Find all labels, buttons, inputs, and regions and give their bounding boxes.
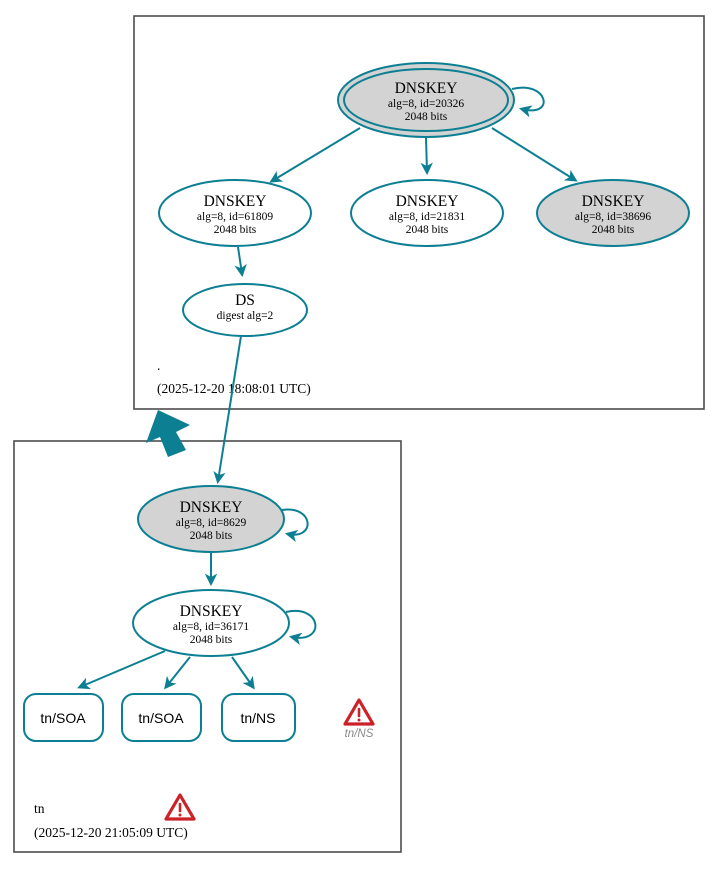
node-outline-inner [343,68,509,132]
node-outline [137,485,285,553]
edge-sign-36171-to-soa-2 [164,656,191,690]
edge-sign-36171-to-ns [231,656,255,690]
node-detail-digest: digest alg=2 [217,310,274,322]
edge-delegate-ds-to-8629 [213,335,242,485]
node-detail-alg-id: alg=8, id=21831 [389,211,465,223]
node-outline [132,589,290,657]
zone-warning-tn[interactable] [164,793,196,821]
node-dnskey-38696[interactable]: DNSKEY alg=8, id=38696 2048 bits [536,179,690,247]
node-title: DNSKEY [180,603,243,620]
node-dnskey-8629[interactable]: DNSKEY alg=8, id=8629 2048 bits [137,485,285,553]
edge-sign-36171-to-soa-1 [77,650,166,690]
node-detail-alg-id: alg=8, id=8629 [176,517,247,529]
node-outline [182,283,308,337]
zone-delegation-arrow [146,410,190,457]
zone-timestamp-tn: (2025-12-20 21:05:09 UTC) [34,825,188,840]
node-outline [350,179,504,247]
node-title: DNSKEY [396,193,459,210]
rrset-tn-soa-1[interactable]: tn/SOA [23,693,104,742]
node-dnskey-21831[interactable]: DNSKEY alg=8, id=21831 2048 bits [350,179,504,247]
node-dnskey-61809[interactable]: DNSKEY alg=8, id=61809 2048 bits [158,179,312,247]
edge-self-sign-8629 [281,508,309,543]
node-detail-bits: 2048 bits [405,111,448,123]
node-detail-alg-id: alg=8, id=20326 [388,98,464,110]
rrset-tn-soa-2[interactable]: tn/SOA [121,693,202,742]
node-detail-bits: 2048 bits [214,224,257,236]
node-ds[interactable]: DS digest alg=2 [182,283,308,337]
node-title: DNSKEY [395,80,458,97]
error-marker-tn-ns[interactable]: tn/NS [343,698,375,740]
zone-label-root: . [157,358,160,373]
edge-sign-20326-to-21831 [420,137,433,176]
edge-sign-20326-to-38696 [491,127,578,182]
node-detail-alg-id: alg=8, id=61809 [197,211,273,223]
error-label: tn/NS [345,728,374,740]
node-outline [158,179,312,247]
edge-sign-61809-to-ds [234,246,247,278]
node-title: DNSKEY [582,193,645,210]
rrset-label: tn/NS [240,710,275,726]
rrset-tn-ns[interactable]: tn/NS [221,693,296,742]
rrset-box [23,693,104,742]
node-title: DNSKEY [180,499,243,516]
node-title: DS [235,292,255,309]
node-dnskey-20326[interactable]: DNSKEY alg=8, id=20326 2048 bits [337,62,515,138]
node-detail-alg-id: alg=8, id=38696 [575,211,651,223]
edge-self-sign-36171 [285,609,317,645]
edge-sign-20326-to-61809 [269,127,361,183]
node-outline [536,179,690,247]
rrset-box [121,693,202,742]
node-dnskey-36171[interactable]: DNSKEY alg=8, id=36171 2048 bits [132,589,290,657]
edge-self-sign-20326 [511,86,545,118]
warning-exclamation-dot [178,813,182,817]
node-detail-alg-id: alg=8, id=36171 [173,621,249,633]
node-title: DNSKEY [204,193,267,210]
node-detail-bits: 2048 bits [190,530,233,542]
rrset-label: tn/SOA [40,710,86,726]
zone-label-tn: tn [34,801,45,816]
node-detail-bits: 2048 bits [592,224,635,236]
node-detail-bits: 2048 bits [190,634,233,646]
node-detail-bits: 2048 bits [406,224,449,236]
rrset-label: tn/SOA [138,710,184,726]
warning-exclamation-dot [357,718,361,722]
zone-timestamp-root: (2025-12-20 18:08:01 UTC) [157,381,311,396]
rrset-box [221,693,296,742]
